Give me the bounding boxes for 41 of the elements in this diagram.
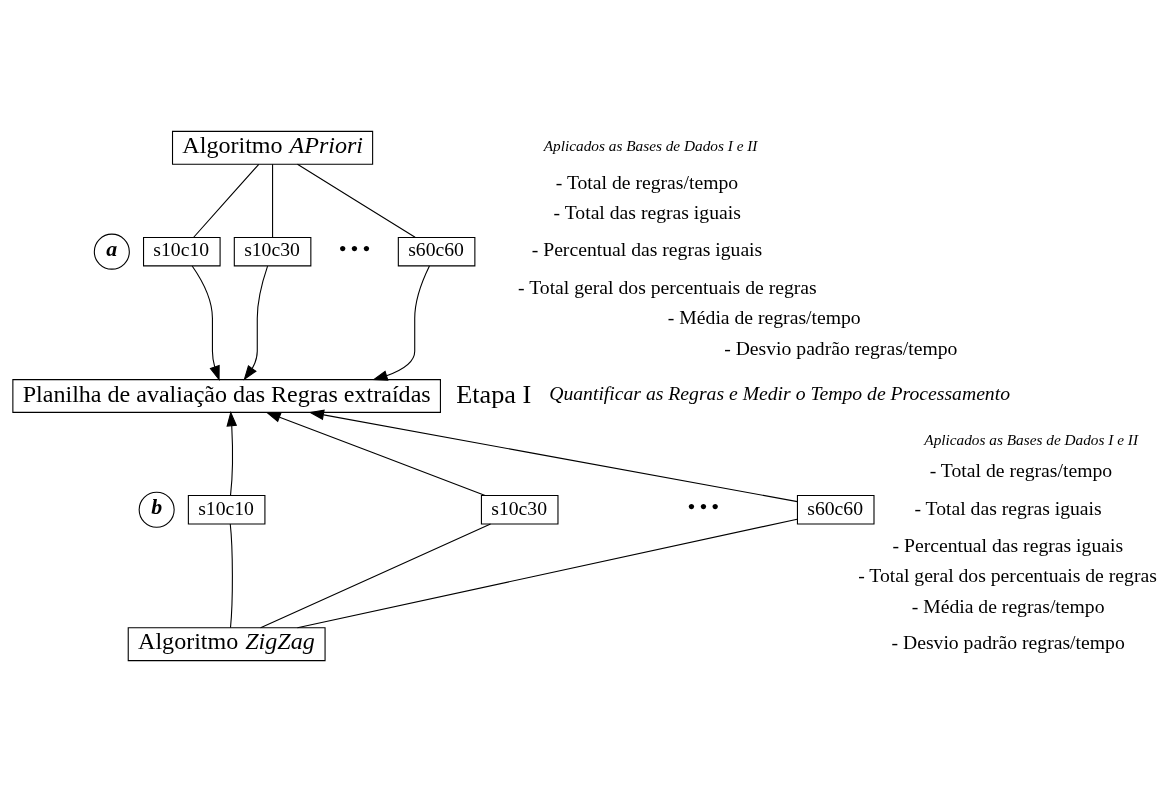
label: Aplicados as Bases de Dados I e II bbox=[543, 136, 758, 154]
arrow bbox=[226, 410, 238, 496]
node-box: Planilha de avaliação das Regras extraídas bbox=[12, 379, 441, 413]
node-box: s10c30 bbox=[233, 236, 312, 267]
node-circle: b bbox=[138, 491, 175, 528]
node-box: s60c60 bbox=[397, 236, 476, 267]
node-circle: a bbox=[93, 233, 130, 270]
label: Quantificar as Regras e Medir o Tempo de Processamento bbox=[549, 381, 1011, 404]
connector bbox=[272, 163, 274, 238]
label: - Desvio padrão regras/tempo bbox=[724, 336, 958, 359]
label: • • • bbox=[688, 495, 719, 518]
label: Etapa I bbox=[456, 379, 532, 409]
arrow bbox=[243, 265, 269, 381]
label: • • • bbox=[339, 237, 370, 260]
connector bbox=[260, 523, 492, 629]
arrow bbox=[372, 265, 430, 381]
arrow bbox=[191, 265, 220, 382]
label: - Percentual das regras iguais bbox=[531, 238, 763, 261]
node-box: Algoritmo APriori bbox=[171, 130, 374, 165]
label: - Total das regras iguais bbox=[553, 201, 741, 224]
node-box: s10c10 bbox=[187, 494, 266, 525]
arrow bbox=[308, 409, 798, 503]
arrow bbox=[265, 411, 486, 497]
label: - Percentual das regras iguais bbox=[892, 533, 1124, 556]
connector bbox=[193, 163, 260, 238]
node-box: Algoritmo ZigZag bbox=[127, 627, 326, 662]
connector bbox=[296, 518, 798, 629]
label: - Total geral dos percentuais de regras bbox=[518, 275, 817, 298]
node-box: s10c30 bbox=[480, 494, 559, 525]
label: - Média de regras/tempo bbox=[911, 594, 1105, 617]
node-box: s60c60 bbox=[796, 494, 875, 525]
label: Aplicados as Bases de Dados I e II bbox=[924, 430, 1138, 448]
label: - Total geral dos percentuais de regras bbox=[858, 564, 1157, 587]
label: - Total das regras iguais bbox=[914, 496, 1102, 519]
label: - Total de regras/tempo bbox=[929, 459, 1113, 482]
node-box: s10c10 bbox=[143, 236, 221, 267]
label: - Média de regras/tempo bbox=[667, 306, 861, 329]
connector bbox=[229, 523, 233, 629]
connector bbox=[296, 163, 416, 238]
label: - Desvio padrão regras/tempo bbox=[891, 631, 1125, 654]
label: - Total de regras/tempo bbox=[555, 170, 739, 193]
